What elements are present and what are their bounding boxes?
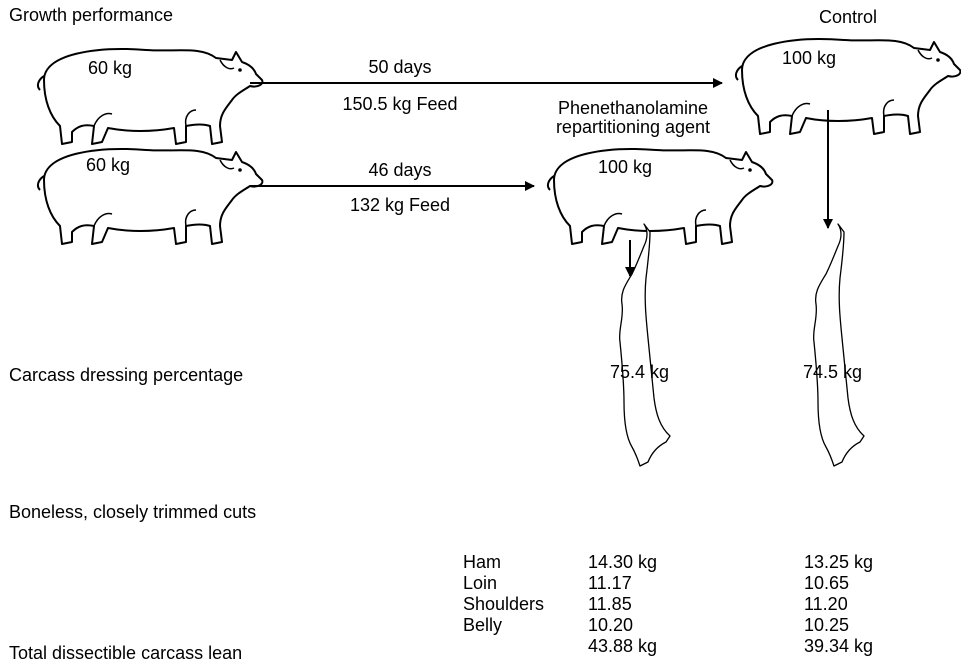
pig-start-2-weight: 60 kg — [86, 155, 130, 175]
cut-treated-value: 14.30 kg — [588, 552, 657, 572]
control-feed: 150.5 kg Feed — [290, 94, 510, 114]
control-days: 50 days — [290, 57, 510, 77]
carcass-treated-weight: 75.4 kg — [610, 362, 669, 382]
section-cuts-label: Boneless, closely trimmed cuts — [9, 502, 256, 522]
treated-feed: 132 kg Feed — [290, 195, 510, 215]
pig-start-1-weight: 60 kg — [88, 58, 132, 78]
cut-control-value: 10.65 — [804, 573, 849, 593]
cut-treated-value: 11.85 — [588, 594, 632, 614]
cut-name: Shoulders — [463, 594, 544, 614]
treated-label-line1: Phenethanolamine — [540, 98, 726, 118]
carcass-control — [814, 224, 864, 466]
treated-days: 46 days — [290, 160, 510, 180]
control-label: Control — [798, 7, 898, 27]
total-treated-value: 43.88 kg — [588, 636, 657, 656]
cut-treated-value: 10.20 — [588, 615, 633, 635]
cut-control-value: 11.20 — [804, 594, 848, 614]
cut-control-value: 10.25 — [804, 615, 849, 635]
total-control-value: 39.34 kg — [804, 636, 873, 656]
cut-name: Belly — [463, 615, 502, 635]
pig-treated — [548, 149, 772, 244]
pig-start-2 — [38, 149, 262, 244]
pig-control — [736, 39, 960, 134]
carcass-control-weight: 74.5 kg — [803, 362, 862, 382]
treated-label-line2: repartitioning agent — [540, 117, 726, 137]
section-total-label: Total dissectible carcass lean — [9, 643, 242, 663]
cut-name: Loin — [463, 573, 497, 593]
pig-start-1 — [38, 49, 262, 144]
section-dressing-label: Carcass dressing percentage — [9, 365, 243, 385]
cut-control-value: 13.25 kg — [804, 552, 873, 572]
carcass-treated — [620, 224, 670, 466]
cut-name: Ham — [463, 552, 501, 572]
pig-treated-weight: 100 kg — [598, 157, 652, 177]
section-growth-label: Growth performance — [9, 5, 173, 25]
cut-treated-value: 11.17 — [588, 573, 632, 593]
pig-control-weight: 100 kg — [782, 48, 836, 68]
